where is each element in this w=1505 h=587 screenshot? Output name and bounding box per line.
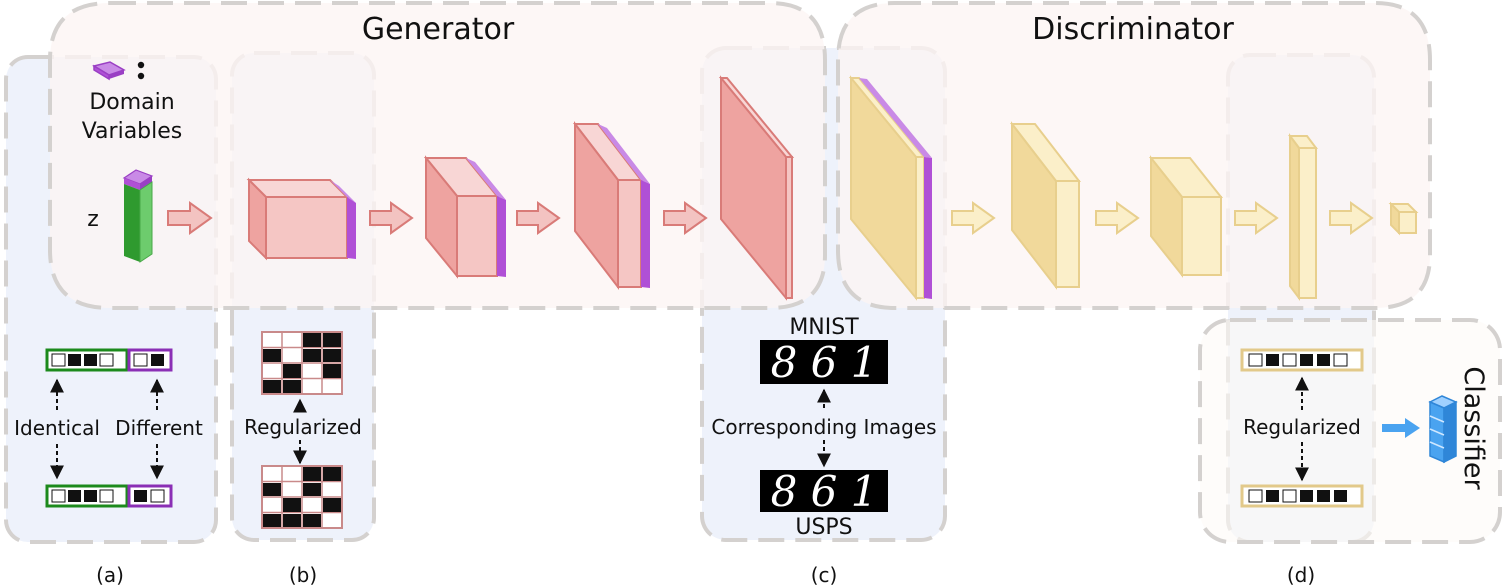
arrow-g2-to-g3 [516,201,561,235]
discriminator-layer-3 [1148,155,1224,278]
feature-vector-top [1240,348,1364,372]
legend-colon-dot [137,72,145,80]
caption-a: (a) [96,563,124,587]
discriminator-layer-1 [848,75,932,301]
different-label: Different [115,416,203,440]
caption-b: (b) [289,563,317,587]
classifier-arrow [1382,418,1420,438]
domain-variable-legend [92,61,145,81]
discriminator-layer-2 [1009,121,1082,290]
arrow-d3-to-d4 [1234,201,1279,235]
domain-variables-label-1: Domain [89,90,174,115]
legend-colon-dot [137,61,145,69]
feature-vector-bottom [1240,484,1364,508]
mnist-digits: 8 6 1 [771,338,878,387]
generator-layer-2 [423,155,506,279]
code-vector-bottom [45,484,173,508]
usps-image [760,470,888,512]
corresponding-images-label: Corresponding Images [711,415,936,439]
arrow-z-to-g1 [167,201,213,235]
latent-vector-z [122,169,154,263]
z-label: z [87,207,99,232]
arrow-d1-to-d2 [951,201,996,235]
arrow-g3-to-g4 [663,201,708,235]
weight-matrix-top [261,331,343,395]
generator-layer-3 [572,121,650,290]
usps-digits: 8 6 1 [771,467,878,516]
mnist-label: MNIST [789,315,859,340]
arrow-d4-to-d5 [1329,201,1374,235]
domain-variables-label-2: Variables [82,119,183,144]
generator-region [48,1,827,310]
identical-label: Identical [14,416,100,440]
discriminator-region [836,1,1432,310]
mnist-image [760,340,888,384]
arrow-d2-to-d3 [1095,201,1140,235]
caption-c: (c) [811,563,838,587]
arrow-g1-to-g2 [369,201,414,235]
code-vector-top [45,348,173,372]
generator-output-layer [718,75,795,301]
discriminator-output-cube [1388,201,1419,236]
classifier-icon [1428,395,1458,464]
generator-title: Generator [362,12,515,47]
discriminator-title: Discriminator [1032,12,1234,47]
regularized-label-b: Regularized [244,415,362,439]
usps-label: USPS [795,515,852,540]
discriminator-feature-layer [1288,133,1318,301]
caption-d: (d) [1287,563,1315,587]
classifier-title: Classifier [1458,366,1489,490]
generator-layer-1 [246,177,356,261]
weight-matrix-bottom [261,465,343,529]
regularized-label-d: Regularized [1243,415,1361,439]
